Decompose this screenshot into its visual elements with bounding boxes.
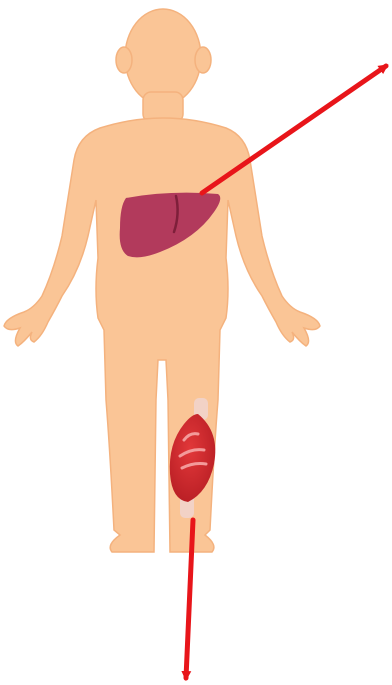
body-silhouette bbox=[4, 9, 320, 552]
